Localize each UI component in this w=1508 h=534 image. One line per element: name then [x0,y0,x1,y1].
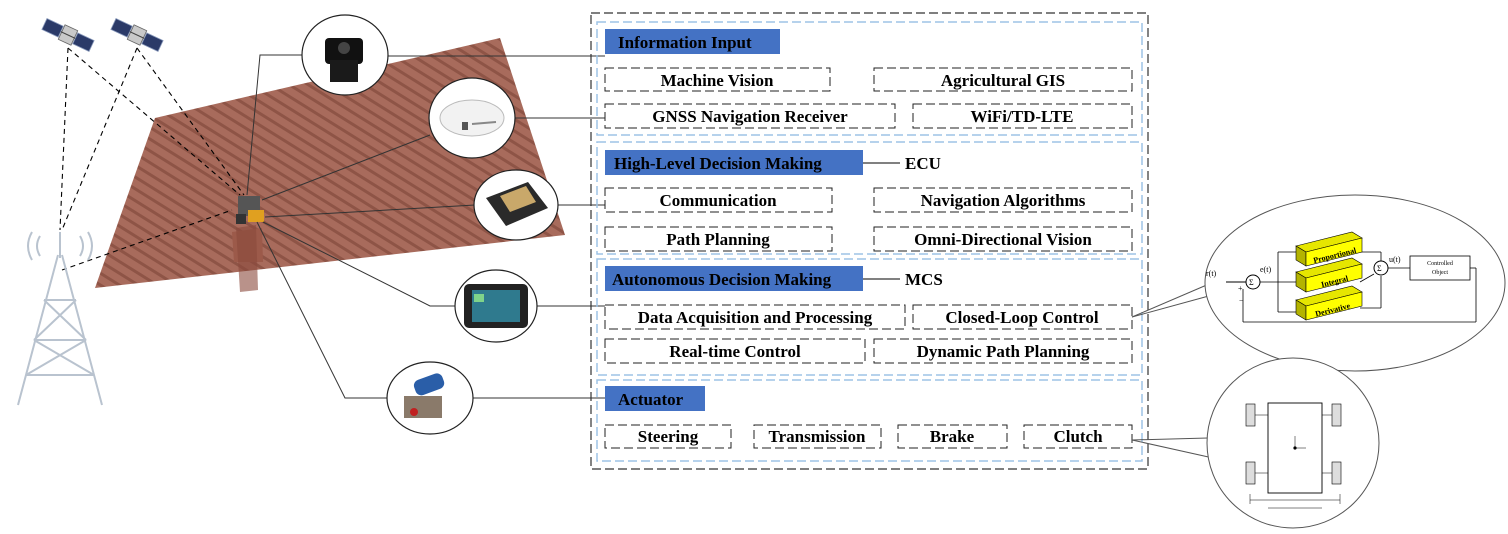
pid-error-label: e(t) [1260,265,1271,274]
item-clutch: Clutch [1053,427,1103,446]
section-frames [596,21,1143,462]
gnss-antenna-icon [428,77,516,159]
item-path-planning: Path Planning [666,230,770,249]
section-high-level: High-Level Decision Making ECU [605,150,941,175]
section-title: Information Input [618,33,752,52]
item-gnss-receiver: GNSS Navigation Receiver [652,107,848,126]
item-data-acquisition: Data Acquisition and Processing [638,308,873,327]
section-header [605,386,705,411]
item-steering: Steering [638,427,699,446]
item-transmission: Transmission [769,427,867,446]
signal-links [59,47,245,271]
item-labels: Machine Vision Agricultural GIS GNSS Nav… [638,71,1103,446]
pid-plus-sign: + [1238,284,1243,293]
camera-device-icon [301,14,389,96]
section-information-input: Information Input [605,29,780,54]
cell-tower-icon [17,231,103,406]
pid-minus-sign: − [1239,296,1244,305]
item-dynamic-path-planning: Dynamic Path Planning [917,342,1090,361]
pid-input-label: r(t) [1206,269,1217,278]
item-boxes [604,67,1133,449]
tractor-icon [236,196,264,224]
section-header [605,266,863,291]
controlled-object-label-2: Object [1432,270,1448,276]
section-header [605,150,863,175]
pid-controller-diagram: r(t) Σ + − e(t) Proportio [1204,194,1506,372]
item-agricultural-gis: Agricultural GIS [941,71,1065,90]
steering-motor-icon [386,361,474,435]
architecture-outer-frame [590,12,1149,470]
item-omni-directional-vision: Omni-Directional Vision [914,230,1092,249]
display-terminal-icon [454,269,538,343]
satellite-icon [110,18,164,52]
callout-lines [1131,280,1217,459]
mcs-tag: MCS [905,270,943,289]
item-communication: Communication [659,191,777,210]
pid-blocks: Proportional Integral Derivative [1295,231,1363,321]
satellite-icon [41,18,95,52]
section-actuator: Actuator [605,386,705,411]
controlled-object-block [1409,255,1471,281]
ecu-tag: ECU [905,154,941,173]
ecu-controller-icon [473,169,559,241]
pid-output-sum-node [1373,260,1389,276]
section-title: Actuator [618,390,684,409]
pid-output-sum-symbol: Σ [1377,264,1382,273]
section-title: High-Level Decision Making [614,154,822,173]
item-navigation-algorithms: Navigation Algorithms [921,191,1086,210]
section-header [605,29,780,54]
pid-output-label: u(t) [1389,255,1401,264]
item-closed-loop-control: Closed-Loop Control [945,308,1098,327]
item-brake: Brake [930,427,975,446]
section-autonomous: Autonomous Decision Making MCS [605,266,943,291]
item-wifi-tdlte: WiFi/TD-LTE [971,107,1074,126]
section-title: Autonomous Decision Making [612,270,832,289]
pid-sum-symbol: Σ [1249,278,1254,287]
controlled-object-label: Controlled [1427,261,1453,267]
vehicle-chassis-diagram [1206,357,1380,529]
item-machine-vision: Machine Vision [661,71,774,90]
item-real-time-control: Real-time Control [669,342,801,361]
